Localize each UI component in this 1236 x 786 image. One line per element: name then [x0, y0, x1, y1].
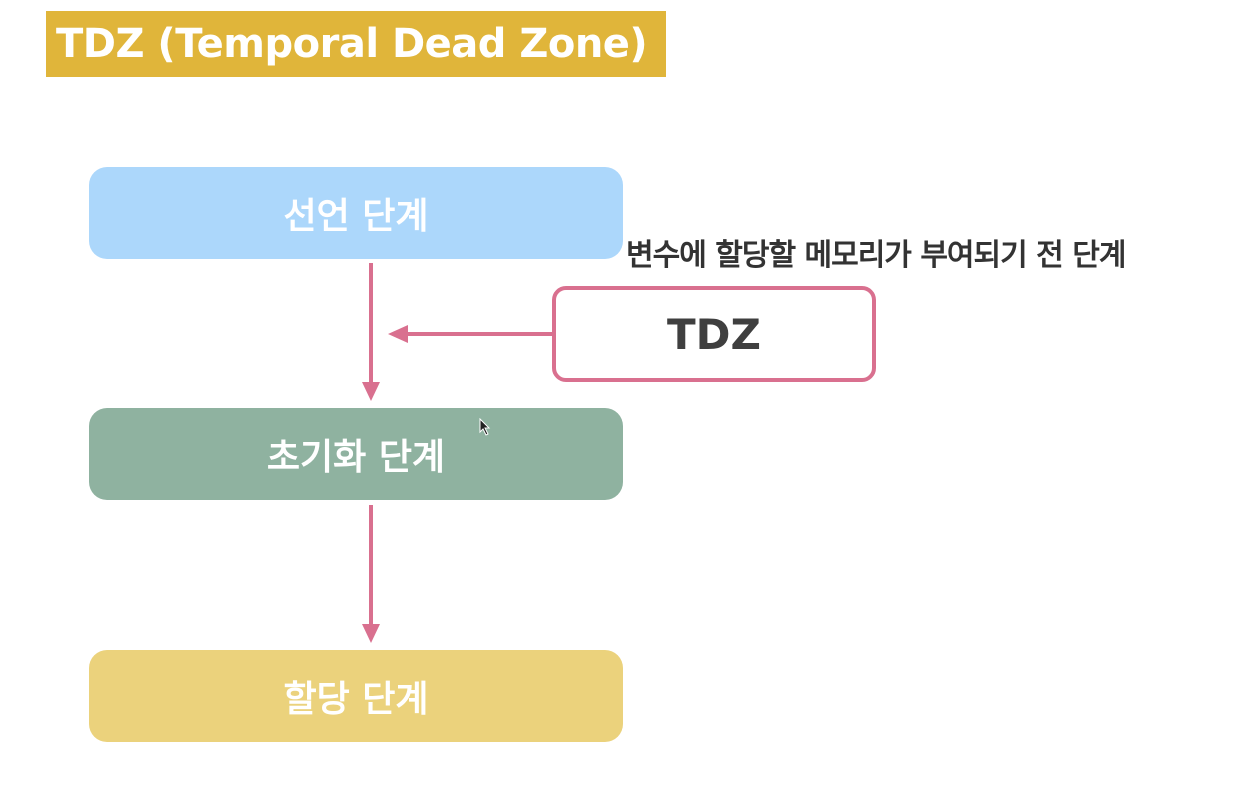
page-title: TDZ (Temporal Dead Zone): [56, 21, 648, 67]
stage-declaration: 선언 단계: [89, 167, 623, 259]
arrow-declare-to-init-head: [362, 382, 380, 401]
stage-assignment: 할당 단계: [89, 650, 623, 742]
arrow-tdz-pointer-head: [388, 325, 408, 343]
mouse-cursor-icon: [479, 418, 491, 436]
tdz-box: TDZ: [552, 286, 876, 382]
stage-initialization: 초기화 단계: [89, 408, 623, 500]
tdz-description: 변수에 할당할 메모리가 부여되기 전 단계: [626, 238, 1126, 273]
title-banner: TDZ (Temporal Dead Zone): [46, 11, 666, 77]
tdz-label: TDZ: [667, 309, 761, 359]
arrow-init-to-assign-head: [362, 624, 380, 643]
